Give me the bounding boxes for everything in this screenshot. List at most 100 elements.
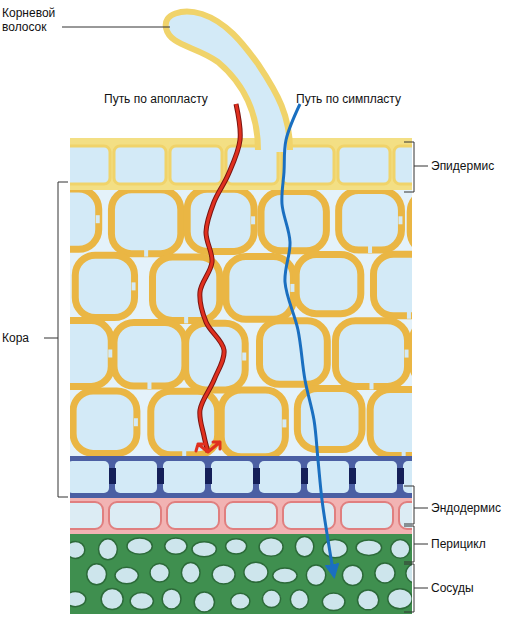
bracket (404, 142, 428, 192)
brackets (44, 27, 428, 612)
cortex-cell (296, 255, 361, 314)
vessel-cell (388, 589, 412, 609)
endodermis-band (70, 456, 412, 498)
part-label: Перицикл (431, 537, 517, 551)
apoplast-path (200, 104, 240, 452)
endodermis-cell (163, 461, 205, 493)
vessel-cell (356, 540, 381, 555)
apoplast-path-outline (200, 104, 240, 452)
casparian-strips (70, 468, 404, 484)
endodermis-cell (115, 461, 157, 493)
root-hair (166, 12, 290, 150)
vessel-cells (70, 536, 412, 612)
vessel-cell (244, 562, 268, 582)
vessel-cell (70, 541, 85, 558)
vessel-cell (70, 592, 86, 607)
vessel-cell (322, 593, 345, 611)
endodermis-cells (70, 461, 412, 493)
symplast-path (282, 104, 334, 576)
pericycle-cell (109, 502, 161, 529)
endodermis-cell (403, 461, 412, 493)
pericycle-cell (70, 502, 103, 529)
pericycle-cell (283, 502, 335, 529)
epidermis-cell (170, 146, 222, 184)
vessel-cell (212, 565, 235, 584)
plasmodesma (108, 349, 112, 357)
vessel-cell (165, 538, 187, 554)
vessel-cell (115, 567, 138, 583)
endodermis-cell (259, 461, 301, 493)
vessel-cell (127, 538, 152, 554)
cortex-cell (221, 390, 285, 457)
plasmodesma (242, 353, 246, 361)
cortex-cell (70, 189, 99, 249)
cortex-cell (73, 391, 137, 453)
vessel-cell (181, 562, 200, 583)
vessel-cell (358, 590, 379, 610)
pericycle-cell (225, 502, 277, 529)
vessel-cell (290, 590, 308, 609)
vessel-cell (226, 539, 247, 554)
part-label: Эпидермис (431, 159, 517, 173)
cortex-cell (261, 192, 326, 251)
cortex-cell (75, 255, 134, 317)
epidermis-cells (70, 146, 412, 184)
pericycle-cell (399, 502, 412, 529)
bracket (404, 564, 428, 612)
casparian-strip (397, 468, 404, 484)
casparian-strip (205, 468, 212, 484)
vessel-cell (150, 564, 169, 583)
cortex-cell (410, 192, 412, 253)
epidermis-cell (70, 146, 110, 184)
bracket (404, 486, 428, 524)
root-hair-opening (261, 136, 287, 152)
plasmodesma (290, 284, 294, 292)
pericycle-cell (167, 502, 219, 529)
plasmodesma (132, 282, 136, 290)
pericycle-cells (70, 502, 412, 529)
cortex-cell (114, 322, 185, 386)
plasmodesma (184, 315, 188, 323)
vessel-cell (259, 538, 283, 557)
leader-line (62, 27, 170, 28)
vessel-cell (162, 589, 181, 609)
cortex-cell (297, 389, 362, 450)
plasmodesma (134, 418, 138, 426)
epidermis-cell (338, 146, 390, 184)
plasmodesma (398, 216, 402, 224)
casparian-strip (109, 468, 116, 484)
plasmodesma (96, 215, 100, 223)
part-label: Путь по симпласту (296, 92, 428, 106)
endodermis-cell (211, 461, 253, 493)
vessel-cell (192, 542, 216, 557)
cortex-cells (70, 189, 412, 457)
vessel-cell (101, 589, 123, 610)
epidermis-cell (114, 146, 166, 184)
tissue-group (70, 138, 412, 614)
bracket (44, 182, 68, 497)
vessel-cell (273, 568, 297, 583)
casparian-strip (157, 468, 164, 484)
plasmodesma (370, 381, 374, 389)
cortex-cell (335, 321, 407, 387)
cortex-cell (370, 390, 412, 456)
epidermis-cell (394, 146, 412, 184)
vessel-cell (99, 539, 118, 560)
vessel-cell (406, 564, 412, 583)
casparian-strip (301, 468, 308, 484)
cortex-background (70, 186, 412, 458)
cortex-cell (373, 254, 412, 316)
endodermis-cell (70, 461, 109, 493)
part-label: Сосуды (431, 581, 517, 595)
plasmodesmata (96, 215, 412, 458)
vessel-cell (194, 592, 214, 612)
plasmodesma (282, 419, 286, 427)
vessel-cell (130, 593, 153, 610)
cortex-cell (339, 190, 402, 250)
cortex-cell (260, 321, 328, 385)
cortex-cell (187, 189, 254, 251)
vessel-cell (306, 565, 325, 586)
vessel-cell (323, 540, 348, 558)
